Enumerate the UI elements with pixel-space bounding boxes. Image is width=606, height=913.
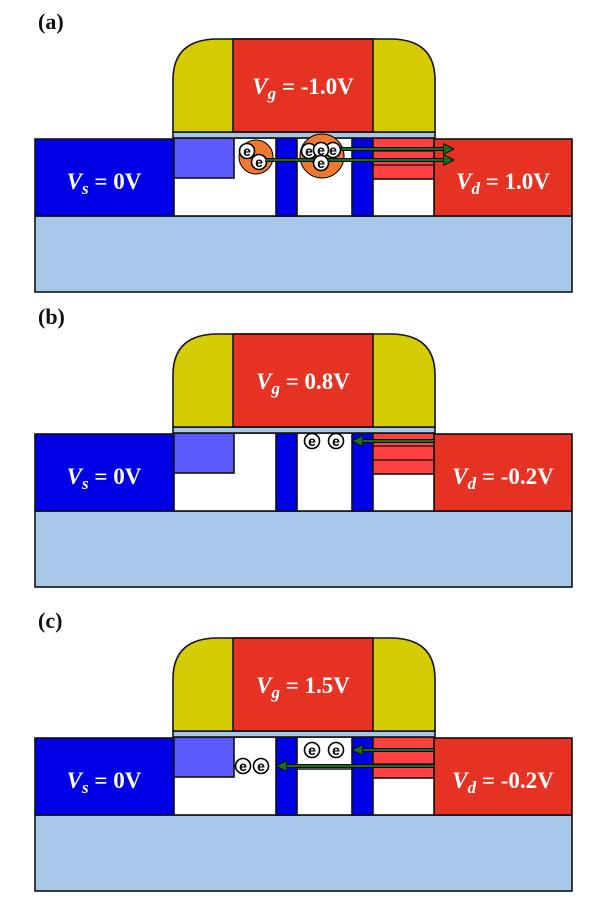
gate-voltage-symbol: V: [256, 673, 273, 698]
barrier-left: [275, 736, 298, 816]
source-region: [34, 737, 175, 816]
electron-icon: [303, 432, 321, 450]
drain-voltage-symbol: V: [456, 169, 473, 194]
gate-electrode: [232, 38, 374, 133]
source-voltage-subscript: s: [81, 179, 89, 198]
electron-label: e: [329, 142, 337, 158]
source-voltage-subscript: s: [81, 474, 89, 493]
gate-voltage-symbol: V: [256, 369, 273, 394]
gate-electrode: [232, 333, 374, 428]
electron-label: e: [257, 758, 265, 774]
source-extension: [173, 432, 235, 474]
gate-oxide: [172, 730, 436, 738]
drain-region: [433, 138, 573, 217]
gate-voltage: Vg = -1.0V: [252, 74, 354, 103]
gate-voltage-value: = 1.5V: [280, 673, 350, 698]
electron-icon: [234, 757, 252, 775]
source-region: [34, 433, 175, 512]
source-extension: [173, 137, 235, 179]
source-voltage-value: = 0V: [89, 768, 142, 793]
gate-voltage-symbol: V: [252, 74, 269, 99]
gate-oxide: [172, 131, 436, 139]
gate-voltage-subscript: g: [267, 84, 277, 103]
drain-voltage: Vd = -0.2V: [452, 768, 554, 797]
drain-region: [433, 433, 573, 512]
drain-voltage-symbol: V: [452, 768, 469, 793]
electron-label: e: [255, 154, 263, 170]
electron-icon: [327, 741, 345, 759]
panel-label: (a): [38, 9, 64, 34]
gate-voltage-value: = -1.0V: [276, 74, 354, 99]
source-voltage-value: = 0V: [89, 169, 142, 194]
source-region: [34, 138, 175, 217]
gate-voltage-subscript: g: [270, 379, 280, 398]
gate-electrode: [232, 637, 374, 732]
substrate: [34, 215, 573, 293]
barrier-left: [275, 432, 298, 512]
drain-voltage-subscript: d: [468, 474, 477, 493]
drain-voltage-symbol: V: [452, 464, 469, 489]
barrier-right: [351, 432, 374, 512]
electron-icon: [238, 142, 256, 160]
substrate: [34, 814, 573, 892]
gate-voltage-subscript: g: [270, 683, 280, 702]
panel-label: (c): [38, 608, 62, 633]
source-voltage-value: = 0V: [89, 464, 142, 489]
source-voltage-subscript: s: [81, 778, 89, 797]
source-voltage-symbol: V: [67, 169, 84, 194]
electron-icon: [303, 741, 321, 759]
electron-label: e: [308, 742, 316, 758]
drain-voltage-value: = -0.2V: [476, 768, 554, 793]
gate-voltage-value: = 0.8V: [280, 369, 350, 394]
electron-label: e: [239, 758, 247, 774]
drain-voltage-value: = -0.2V: [476, 464, 554, 489]
drain-voltage-subscript: d: [471, 179, 480, 198]
drain-voltage-subscript: d: [468, 778, 477, 797]
source-extension: [173, 736, 235, 778]
source-voltage: Vs = 0V: [67, 464, 142, 493]
panel-label: (b): [38, 304, 65, 329]
drain-extension: [372, 736, 435, 779]
source-voltage: Vs = 0V: [67, 768, 142, 797]
electron-label: e: [308, 433, 316, 449]
gate-voltage: Vg = 0.8V: [256, 369, 350, 398]
electron-icon: [312, 154, 330, 172]
electron-label: e: [332, 433, 340, 449]
electron-icon: [252, 757, 270, 775]
source-voltage-symbol: V: [67, 768, 84, 793]
source-voltage-symbol: V: [67, 464, 84, 489]
drain-voltage: Vd = -0.2V: [452, 464, 554, 493]
drain-voltage-value: = 1.0V: [480, 169, 550, 194]
substrate: [34, 510, 573, 588]
electron-label: e: [317, 155, 325, 171]
electron-label: e: [305, 143, 313, 159]
electron-icon: [327, 432, 345, 450]
gate-voltage: Vg = 1.5V: [256, 673, 350, 702]
gate-oxide: [172, 426, 436, 434]
drain-voltage: Vd = 1.0V: [456, 169, 550, 198]
electron-label: e: [317, 142, 325, 158]
barrier-left: [275, 137, 298, 217]
electron-label: e: [243, 143, 251, 159]
source-voltage: Vs = 0V: [67, 169, 142, 198]
electron-label: e: [332, 742, 340, 758]
